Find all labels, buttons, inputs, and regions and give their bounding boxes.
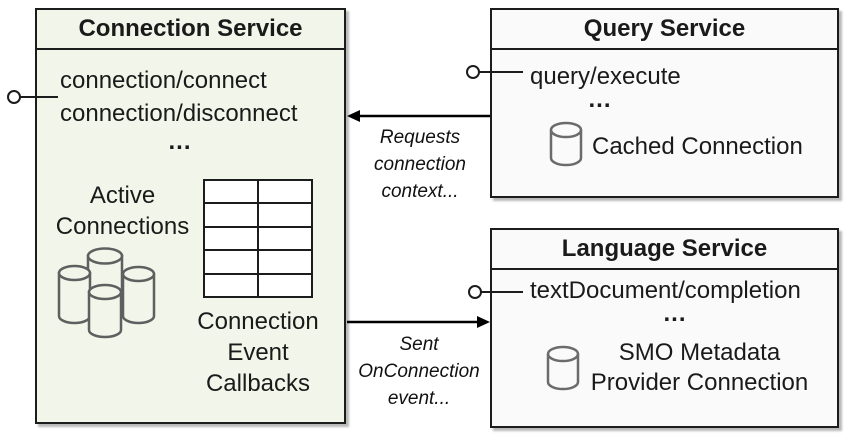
language-service-box: Language Service textDocument/completion… <box>490 228 839 428</box>
sent-onconnection-event-label: Sent OnConnection event... <box>358 334 480 409</box>
connection-methods: connection/connect connection/disconnect <box>60 64 298 130</box>
requests-arrow <box>347 110 490 122</box>
active-connections-cylinders-icon <box>57 247 156 339</box>
cylinder-front <box>87 283 123 339</box>
requests-connection-context-label: Requests connection context... <box>374 127 466 202</box>
callback-table-cell <box>259 204 311 226</box>
callback-table-cell <box>259 181 311 203</box>
method-query-execute: query/execute <box>530 63 681 90</box>
cylinder-left <box>57 264 92 325</box>
method-connection-connect: connection/connect <box>60 67 267 94</box>
cylinder-right <box>121 265 156 325</box>
database-icon <box>549 121 583 167</box>
callback-table-cell <box>205 227 257 250</box>
method-textdocument-completion: textDocument/completion <box>530 277 801 304</box>
query-methods-ellipsis: ... <box>588 86 612 113</box>
cached-connection-label: Cached Connection <box>592 133 803 160</box>
query-service-box: Query Service query/execute ... Cached C… <box>490 8 839 198</box>
active-connections-label: Active Connections <box>55 182 190 240</box>
callback-table-cell <box>205 204 257 226</box>
query-service-title: Query Service <box>492 10 837 50</box>
database-icon <box>546 345 580 391</box>
callback-table-cell <box>205 251 257 273</box>
language-methods-ellipsis: ... <box>663 300 687 327</box>
callbacks-label: Connection Event Callbacks <box>197 308 319 397</box>
language-service-title: Language Service <box>492 230 837 270</box>
callback-table-cell <box>259 227 311 250</box>
callback-table-cell <box>259 251 311 273</box>
callback-table-cell <box>259 274 311 296</box>
connection-methods-ellipsis: ... <box>168 128 192 155</box>
smo-provider-label: SMO Metadata Provider Connection <box>590 339 809 396</box>
connection-service-box: Connection Service connection/connect co… <box>35 8 346 424</box>
method-connection-disconnect: connection/disconnect <box>60 100 298 127</box>
connection-event-callbacks-table <box>203 179 313 298</box>
callback-table-cell <box>205 181 257 203</box>
connection-service-title: Connection Service <box>37 10 344 50</box>
callback-table-cell <box>205 274 257 296</box>
sent-arrow <box>347 316 490 328</box>
